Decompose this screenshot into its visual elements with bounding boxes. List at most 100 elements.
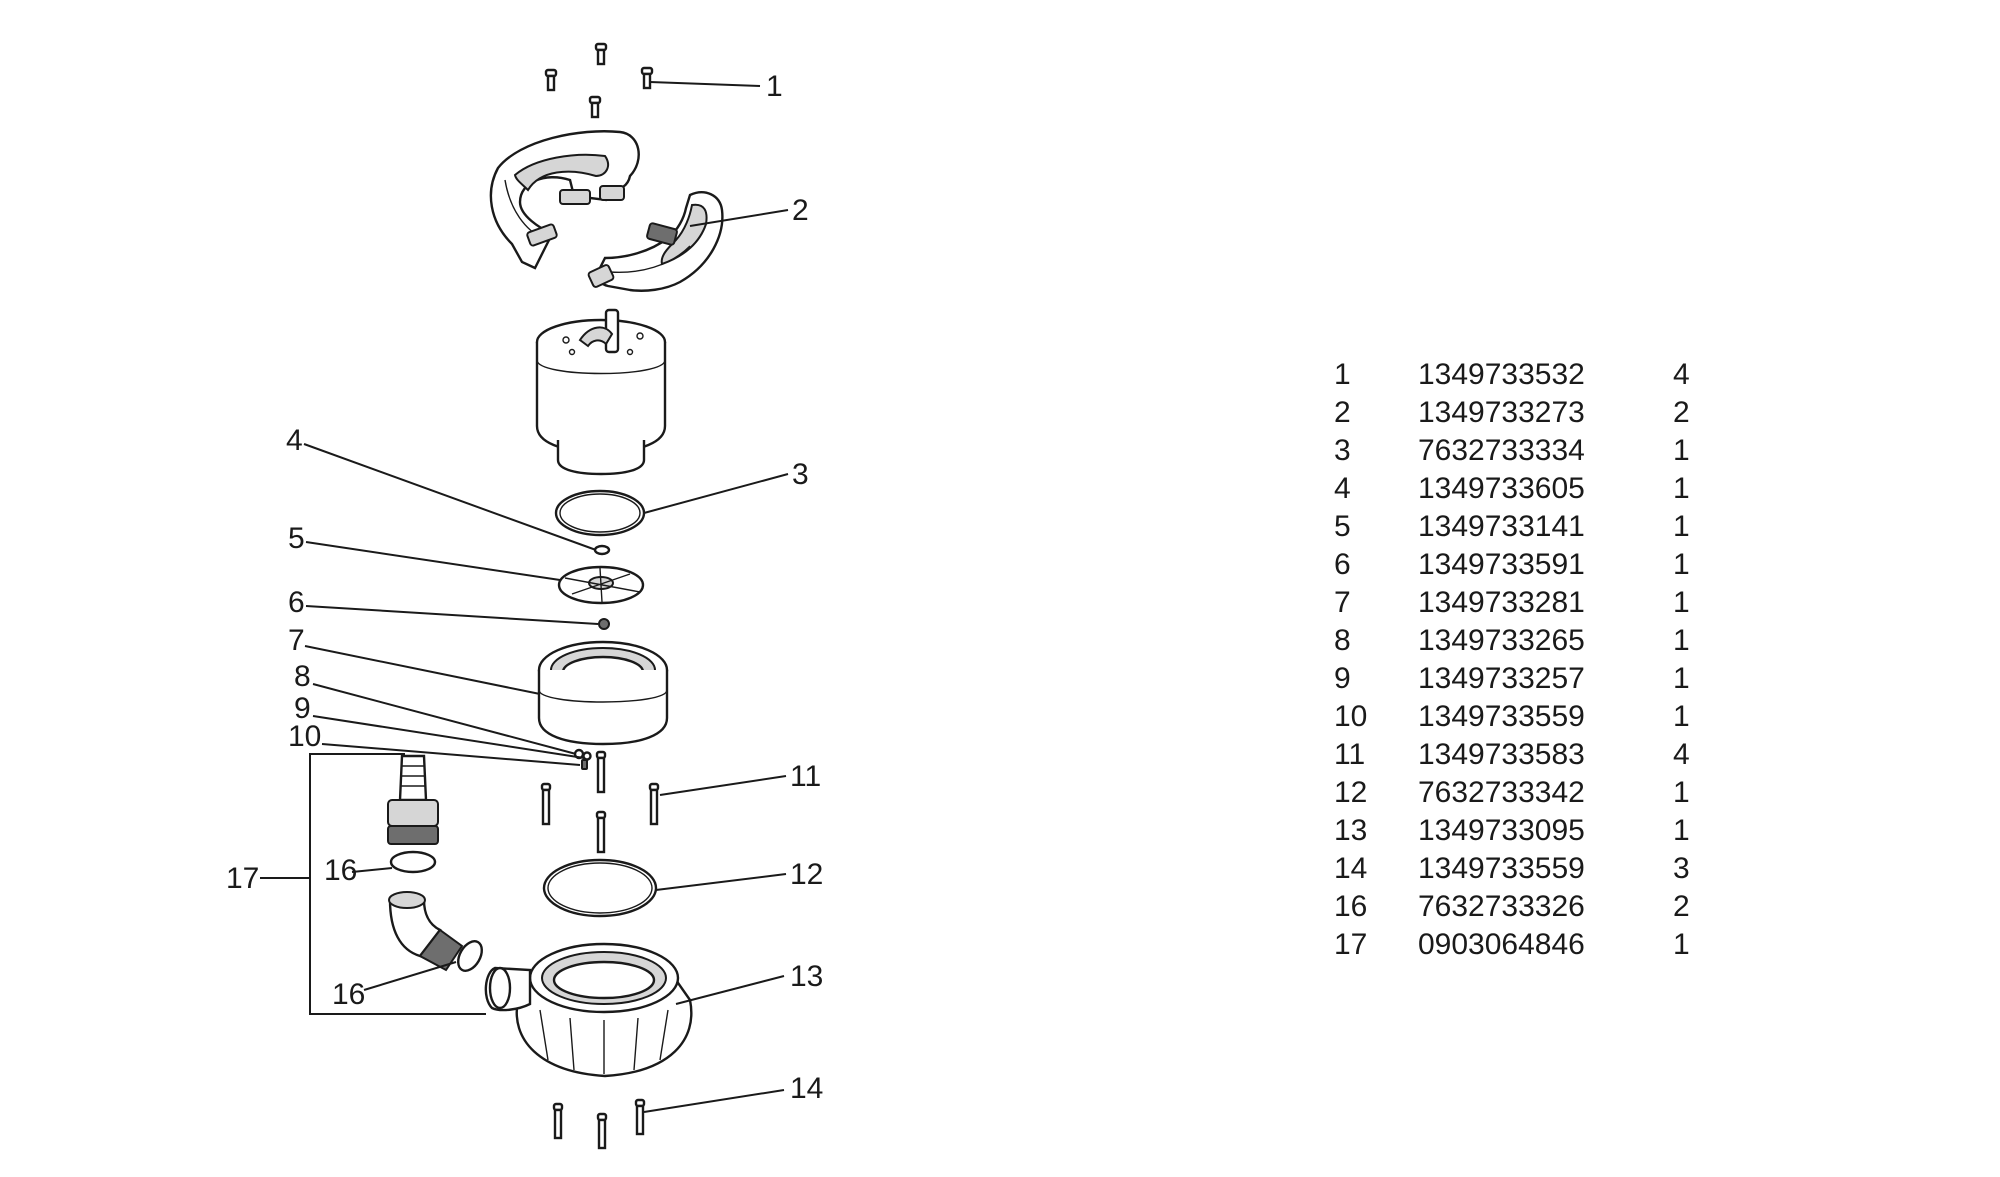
callout-16-lower: 16: [332, 978, 365, 1011]
parts-list-row: 17 0903064846 1: [1334, 926, 1713, 964]
part-hose-connector-set: [309, 753, 486, 1015]
parts-number-cell: 1349733273: [1418, 396, 1585, 429]
parts-number-cell: 7632733342: [1418, 776, 1585, 809]
callout-17: 17: [226, 862, 259, 895]
parts-number-cell: 7632733326: [1418, 890, 1585, 923]
screw: [648, 782, 660, 826]
parts-list-row: 5 1349733141 1: [1334, 508, 1713, 546]
screw: [588, 95, 602, 119]
part-o-ring-motor: [554, 489, 646, 537]
parts-list-row: 16 7632733326 2: [1334, 888, 1713, 926]
part-screws-bottom: [552, 1098, 646, 1150]
part-small-bits: [573, 748, 592, 770]
parts-number-cell: 0903064846: [1418, 928, 1585, 961]
part-nut: [598, 618, 610, 630]
callout-1: 1: [766, 70, 783, 103]
callout-9: 9: [294, 692, 311, 725]
part-handle-halves: [489, 130, 724, 292]
parts-list-row: 1 1349733532 4: [1334, 356, 1713, 394]
parts-number-cell: 1349733605: [1418, 472, 1585, 505]
callout-12: 12: [790, 858, 823, 891]
parts-number-cell: 7632733334: [1418, 434, 1585, 467]
part-motor-housing: [535, 308, 667, 476]
parts-number-cell: 1349733265: [1418, 624, 1585, 657]
part-impeller: [557, 565, 645, 605]
parts-list-row: 3 7632733334 1: [1334, 432, 1713, 470]
parts-list-row: 12 7632733342 1: [1334, 774, 1713, 812]
part-o-ring-base: [542, 858, 658, 918]
callout-13: 13: [790, 960, 823, 993]
parts-qty-cell: 4: [1673, 358, 1690, 391]
screw: [594, 42, 608, 66]
parts-pos-cell: 5: [1334, 510, 1351, 543]
parts-qty-cell: 3: [1673, 852, 1690, 885]
screw: [640, 66, 654, 90]
part-washer: [593, 544, 611, 556]
parts-number-cell: 1349733583: [1418, 738, 1585, 771]
parts-list-row: 13 1349733095 1: [1334, 812, 1713, 850]
callout-14: 14: [790, 1072, 823, 1105]
parts-pos-cell: 8: [1334, 624, 1351, 657]
parts-number-cell: 1349733281: [1418, 586, 1585, 619]
parts-qty-cell: 1: [1673, 662, 1690, 695]
parts-qty-cell: 1: [1673, 472, 1690, 505]
parts-pos-cell: 13: [1334, 814, 1368, 847]
parts-qty-cell: 1: [1673, 548, 1690, 581]
callout-10: 10: [288, 720, 321, 753]
parts-pos-cell: 4: [1334, 472, 1351, 505]
parts-qty-cell: 4: [1673, 738, 1690, 771]
screw: [596, 1112, 608, 1150]
screw: [540, 782, 552, 826]
screw: [552, 1102, 564, 1140]
screw: [634, 1098, 646, 1136]
parts-qty-cell: 2: [1673, 890, 1690, 923]
parts-number-cell: 1349733532: [1418, 358, 1585, 391]
parts-list-row: 6 1349733591 1: [1334, 546, 1713, 584]
parts-number-cell: 1349733559: [1418, 852, 1585, 885]
parts-qty-cell: 1: [1673, 776, 1690, 809]
parts-number-cell: 1349733591: [1418, 548, 1585, 581]
parts-pos-cell: 9: [1334, 662, 1351, 695]
callout-5: 5: [288, 522, 305, 555]
screw: [595, 750, 607, 794]
parts-list-row: 11 1349733583 4: [1334, 736, 1713, 774]
parts-pos-cell: 6: [1334, 548, 1351, 581]
parts-qty-cell: 1: [1673, 928, 1690, 961]
parts-number-cell: 1349733559: [1418, 700, 1585, 733]
callout-labels: 1 2 3 4 5 6 7 8 9 10 11 12 13 14 16 16 1…: [226, 70, 823, 1105]
parts-pos-cell: 12: [1334, 776, 1368, 809]
parts-pos-cell: 3: [1334, 434, 1351, 467]
parts-pos-cell: 10: [1334, 700, 1368, 733]
screw: [595, 810, 607, 854]
parts-qty-cell: 2: [1673, 396, 1690, 429]
parts-number-cell: 1349733141: [1418, 510, 1585, 543]
parts-list-row: 4 1349733605 1: [1334, 470, 1713, 508]
parts-qty-cell: 1: [1673, 434, 1690, 467]
parts-pos-cell: 11: [1334, 738, 1366, 771]
parts-qty-cell: 1: [1673, 624, 1690, 657]
parts-pos-cell: 17: [1334, 928, 1368, 961]
callout-3: 3: [792, 458, 809, 491]
parts-qty-cell: 1: [1673, 586, 1690, 619]
callout-7: 7: [288, 624, 305, 657]
parts-list-row: 8 1349733265 1: [1334, 622, 1713, 660]
parts-list-row: 7 1349733281 1: [1334, 584, 1713, 622]
callout-6: 6: [288, 586, 305, 619]
parts-pos-cell: 7: [1334, 586, 1351, 619]
parts-pos-cell: 1: [1334, 358, 1351, 391]
screw: [544, 68, 558, 92]
parts-qty-cell: 1: [1673, 510, 1690, 543]
callout-2: 2: [792, 194, 809, 227]
callout-16-upper: 16: [324, 854, 357, 887]
parts-pos-cell: 16: [1334, 890, 1368, 923]
parts-qty-cell: 1: [1673, 814, 1690, 847]
callout-4: 4: [286, 424, 303, 457]
parts-number-cell: 1349733095: [1418, 814, 1585, 847]
part-long-screws: [540, 750, 660, 854]
